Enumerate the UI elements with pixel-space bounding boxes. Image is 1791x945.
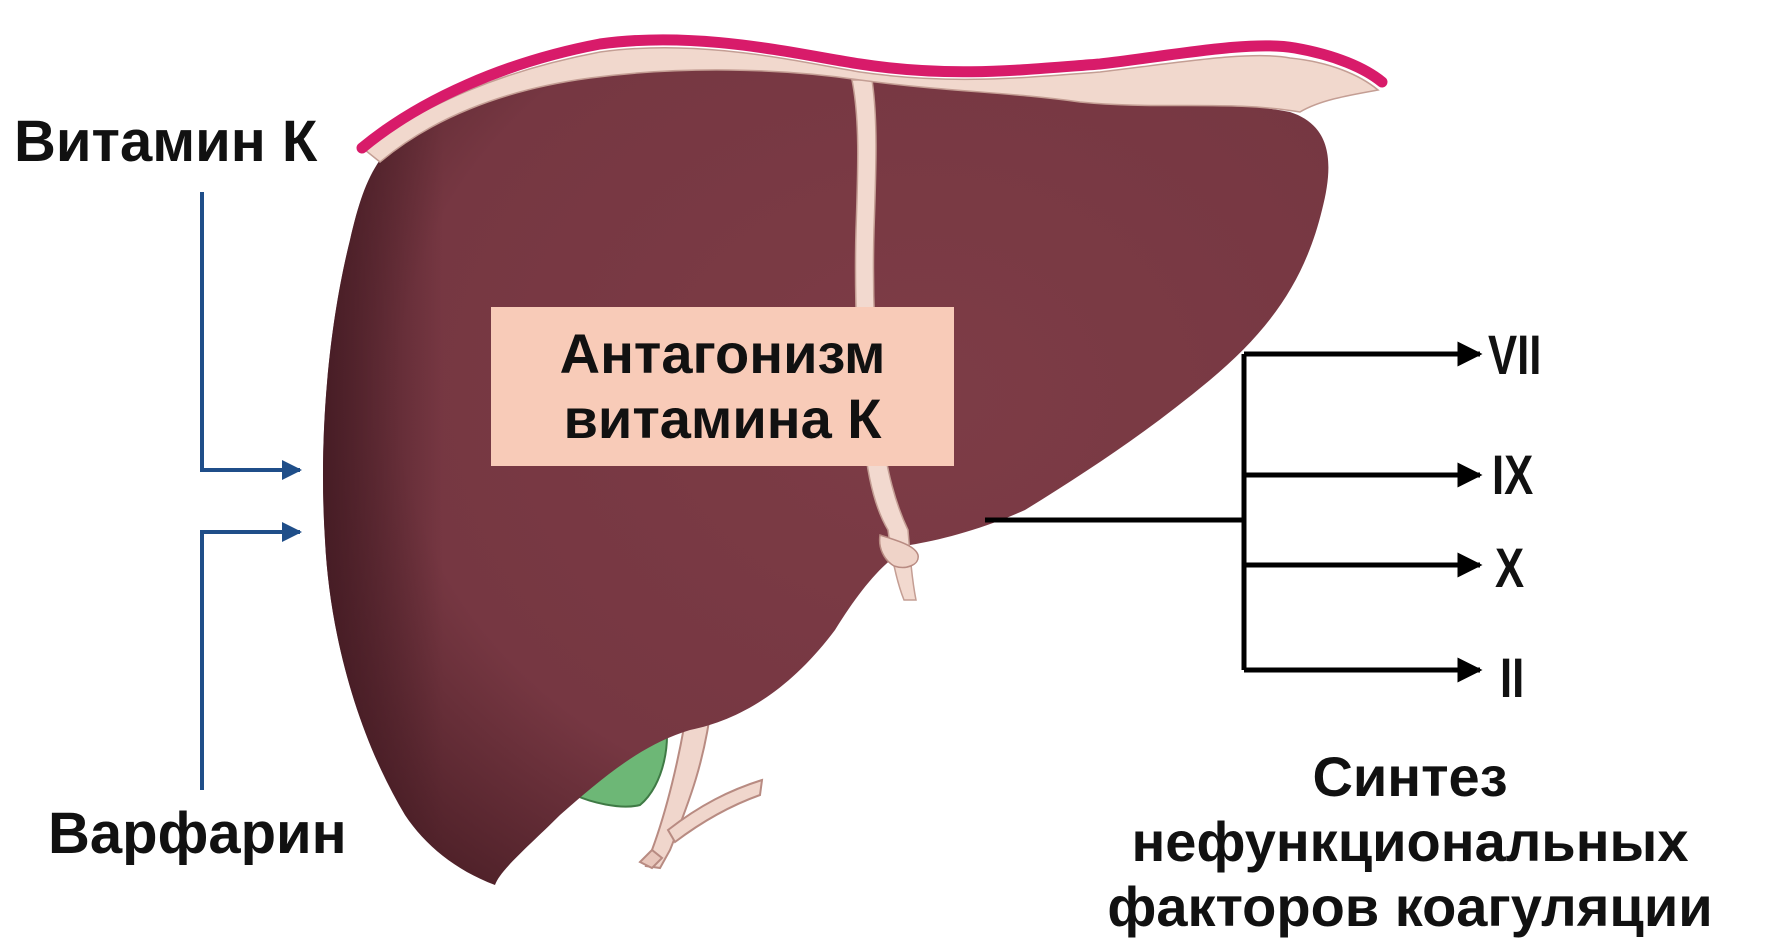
synthesis-line-3: факторов коагуляции (1030, 875, 1790, 940)
antagonism-line-2: витамина К (564, 387, 882, 451)
vitamin-k-arrow (202, 192, 300, 470)
factor-vii-label: VII (1488, 322, 1541, 387)
warfarin-arrow (202, 532, 300, 790)
factor-x-label: X (1495, 535, 1524, 600)
factor-ix-label: IX (1492, 442, 1533, 507)
warfarin-label: Варфарин (48, 802, 347, 866)
vitamin-k-label: Витамин К (14, 110, 317, 174)
antagonism-text: Антагонизм витамина К (491, 307, 954, 466)
factor-ii-label: II (1500, 645, 1524, 710)
synthesis-caption: Синтез нефункциональных факторов коагуля… (1030, 745, 1790, 940)
antagonism-line-1: Антагонизм (560, 322, 886, 386)
synthesis-line-2: нефункциональных (1030, 810, 1790, 875)
synthesis-line-1: Синтез (1030, 745, 1790, 810)
